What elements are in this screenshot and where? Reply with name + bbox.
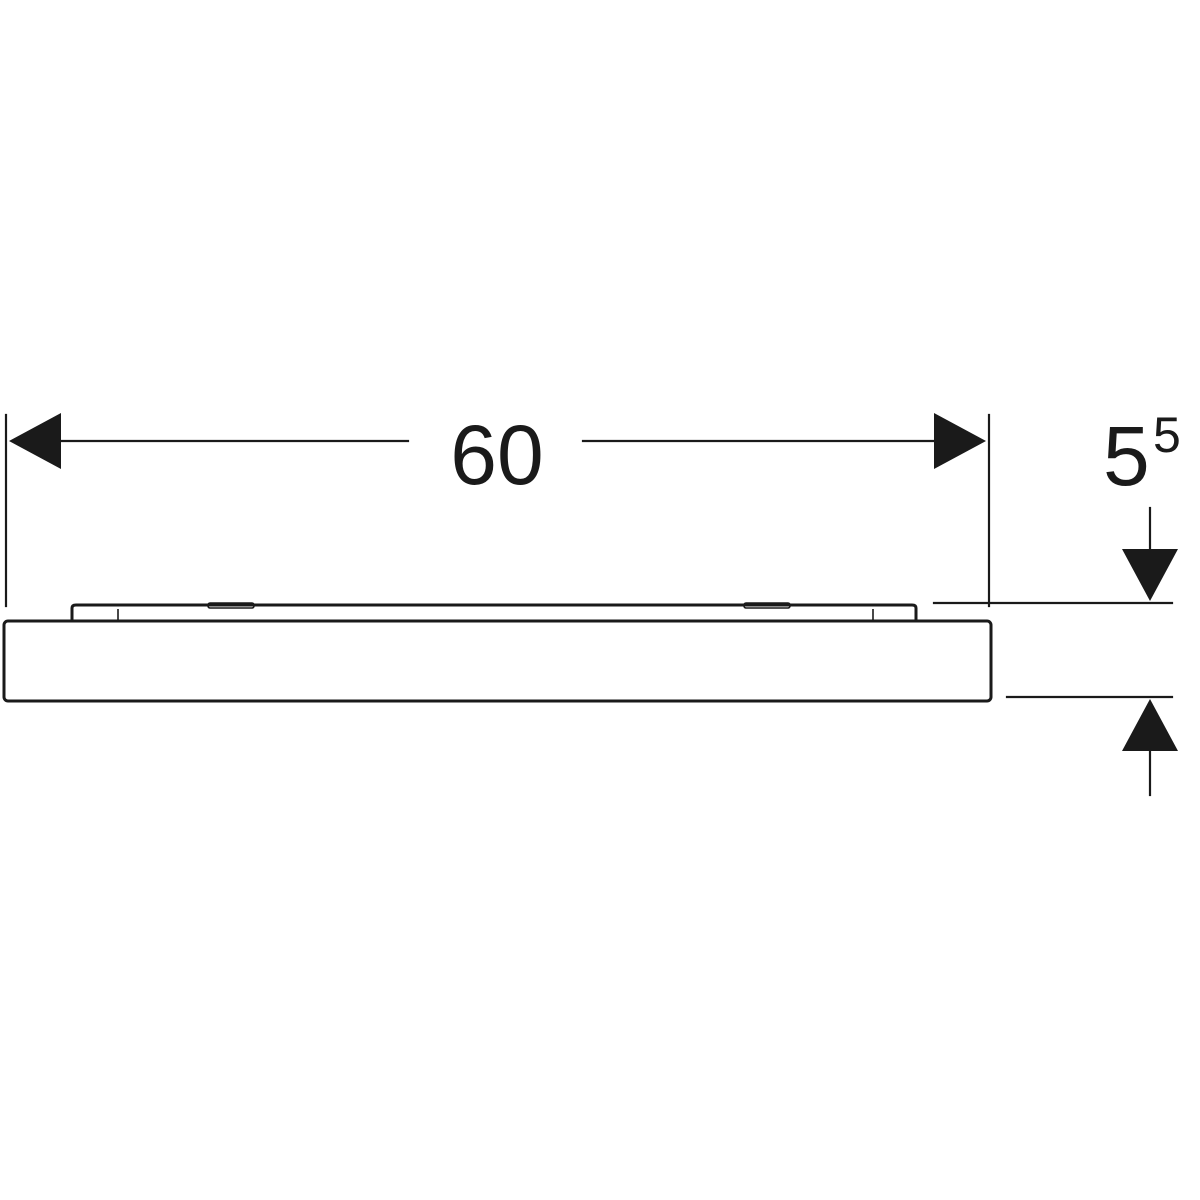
height-arrowhead-top xyxy=(1122,549,1178,601)
width-arrowhead-left xyxy=(9,413,61,469)
width-arrowhead-right xyxy=(934,413,986,469)
height-dimension-label: 5 xyxy=(1103,409,1150,503)
product-top-plate xyxy=(70,603,918,623)
product-body xyxy=(2,619,993,703)
height-arrowhead-bottom xyxy=(1122,699,1178,751)
height-dimension-value: 5 xyxy=(1103,409,1150,503)
mounting-bracket-right xyxy=(743,602,791,609)
mounting-bracket-left xyxy=(207,602,255,609)
height-dimension-superscript: 5 xyxy=(1153,407,1181,463)
width-dimension-label: 60 xyxy=(450,408,543,502)
